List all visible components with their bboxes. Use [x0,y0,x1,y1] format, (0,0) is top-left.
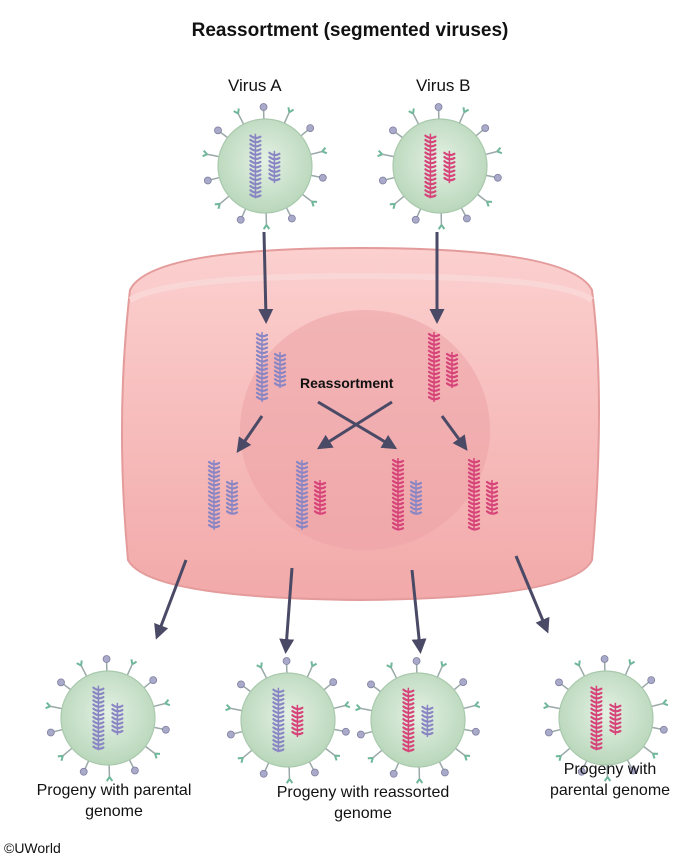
caption-line: genome [334,805,392,822]
rna-segment-long [391,458,405,531]
caption-progeny-reassorted: Progeny with reassorted genome [238,782,488,824]
reassortment-label: Reassortment [300,375,394,391]
rna-segments-in-cell [207,332,499,531]
caption-progeny-parental-left: Progeny with parental genome [0,780,228,822]
virions [45,103,669,784]
rna-segment-short [225,480,239,515]
rna-segment-short [268,150,281,184]
rna-segment-long [272,687,285,753]
arrow-virus-a-entry [258,231,274,324]
rna-segment-long [92,685,105,751]
rna-segment-long [467,458,481,531]
rna-segment-long [590,685,603,751]
progeny-genome-2 [295,460,327,530]
rna-segment-short [313,480,327,515]
arrows [154,231,550,654]
rna-segment-long [424,133,437,199]
caption-progeny-parental-right: Progeny with parental genome [520,759,700,801]
copyright-notice: ©UWorld [4,840,61,856]
rna-segment-short [609,702,622,736]
rna-segment-long [402,687,415,753]
arrow-exit-4 [514,555,550,634]
progeny-genome-1 [207,460,239,530]
rna-segment-short [273,352,287,388]
arrow-exit-3 [410,569,427,654]
host-cell [120,246,600,602]
caption-line: parental genome [549,782,671,799]
rna-segment-short [485,480,499,515]
virus-a-genome-in-cell [255,332,287,402]
progeny-virion-reassorted-1 [225,657,351,784]
rna-segment-long [249,133,262,199]
rna-segment-short [111,702,124,736]
virus-b-virion [377,103,503,230]
caption-line: Progeny with reassorted [276,784,450,801]
rna-segment-long [427,332,441,402]
rna-segment-short [445,352,459,388]
progeny-virion-reassorted-2 [355,657,481,784]
virus-a-label: Virus A [228,76,282,95]
virus-b-genome-in-cell [427,332,459,402]
arrow-b-to-right [440,415,468,451]
arrow-exit-2 [279,567,295,654]
cell-top-rim [128,272,594,303]
diagram-title: Reassortment (segmented viruses) [191,20,509,41]
caption-line: genome [85,803,143,820]
arrow-a-to-left [236,415,264,453]
arrow-b-to-left-cross [316,400,393,450]
arrow-exit-1 [154,559,188,640]
caption-line: Progeny with parental [36,782,192,799]
virus-a-virion [202,103,328,230]
progeny-virion-parental-b [543,655,669,782]
progeny-virion-parental-a [45,655,171,782]
virus-b-label: Virus B [416,76,471,95]
progeny-genome-4 [467,458,499,531]
rna-segment-long [255,332,269,402]
caption-line: Progeny with [563,761,657,778]
rna-segment-short [443,150,456,184]
rna-segment-long [207,460,221,530]
rna-segment-short [409,480,423,515]
rna-segment-short [421,704,434,738]
rna-segment-long [295,460,309,530]
progeny-genome-3 [391,458,423,531]
rna-segment-short [291,704,304,738]
